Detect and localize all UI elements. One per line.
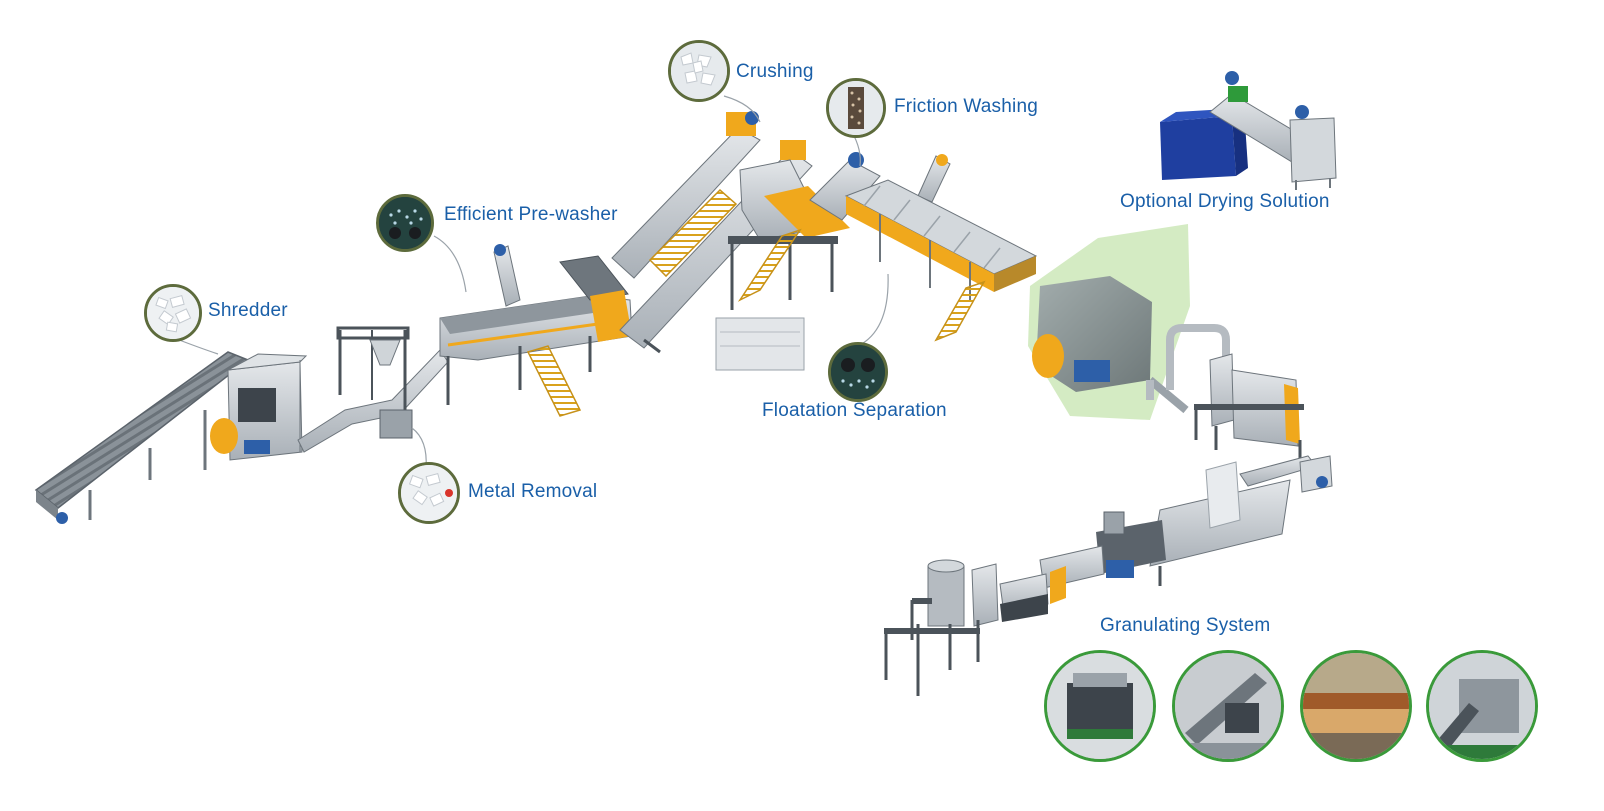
label-granulating: Granulating System: [1100, 615, 1271, 636]
label-pre-washer: Efficient Pre-washer: [444, 204, 618, 225]
floatation-tank: [844, 179, 1038, 342]
granulator-photo-4: [1426, 650, 1538, 762]
pneumatic-pipes: [1146, 324, 1230, 400]
pelletizer-frame: [884, 559, 999, 696]
flakes-with-metal-icon: [398, 462, 460, 524]
label-shredder: Shredder: [208, 300, 288, 321]
floatation-tank-icon: [828, 342, 888, 402]
crushed-flakes-icon: [668, 40, 730, 102]
flakes-icon: [144, 284, 202, 342]
granulator-photo-2: [1172, 650, 1284, 762]
storage-silo: [1194, 353, 1304, 458]
shredder-machine: [210, 353, 308, 461]
label-crushing: Crushing: [736, 61, 814, 82]
extruder: [999, 511, 1166, 622]
label-floatation: Floatation Separation: [762, 400, 947, 421]
granulator-photo-3: [1300, 650, 1412, 762]
label-friction-washing: Friction Washing: [894, 96, 1038, 117]
label-drying: Optional Drying Solution: [1120, 191, 1330, 212]
friction-washer: [809, 152, 951, 221]
pre-washer-machine: [439, 244, 633, 417]
crusher-machine: [715, 159, 850, 371]
granulator-feeder: [1149, 455, 1333, 586]
label-metal-removal: Metal Removal: [468, 481, 598, 502]
optional-drying-unit: [1160, 71, 1337, 190]
shredder-conveyor: [34, 351, 250, 524]
washer-rollers-icon: [376, 194, 434, 252]
drying-machine: [1032, 276, 1189, 414]
granulator-photo-1: [1044, 650, 1156, 762]
friction-screw-icon: [826, 78, 886, 138]
metal-removal-conveyor: [297, 326, 449, 453]
